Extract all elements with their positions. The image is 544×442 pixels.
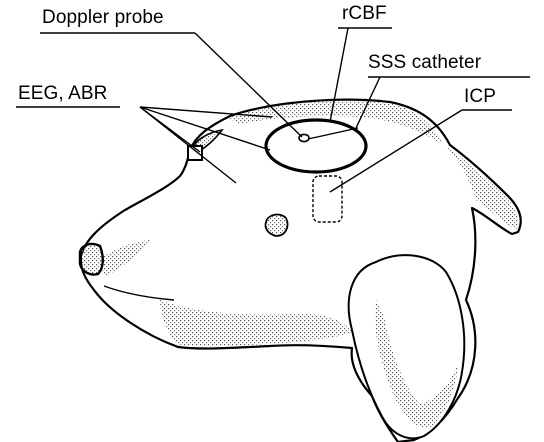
cranial-window: [266, 120, 366, 172]
nose: [80, 244, 103, 275]
label-icp: ICP: [464, 86, 496, 108]
label-rcbf: rCBF: [342, 3, 387, 25]
eye: [265, 215, 287, 236]
label-eeg-abr: EEG, ABR: [18, 83, 108, 105]
label-doppler-probe: Doppler probe: [42, 7, 164, 29]
leader-eeg-4: [140, 107, 200, 152]
icp-sensor: [313, 176, 342, 222]
label-sss-catheter: SSS catheter: [368, 52, 481, 74]
